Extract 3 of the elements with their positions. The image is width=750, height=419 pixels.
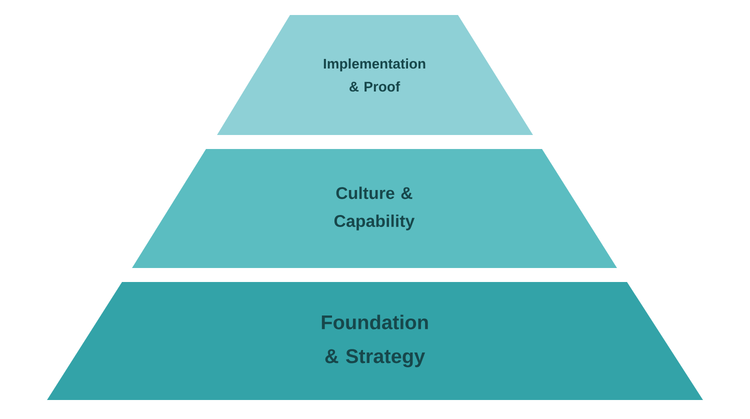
- pyramid-layer: Foundation & Strategy: [47, 282, 703, 400]
- pyramid-layer: Implementation & Proof: [217, 15, 533, 135]
- pyramid-layer: Culture & Capability: [132, 149, 617, 268]
